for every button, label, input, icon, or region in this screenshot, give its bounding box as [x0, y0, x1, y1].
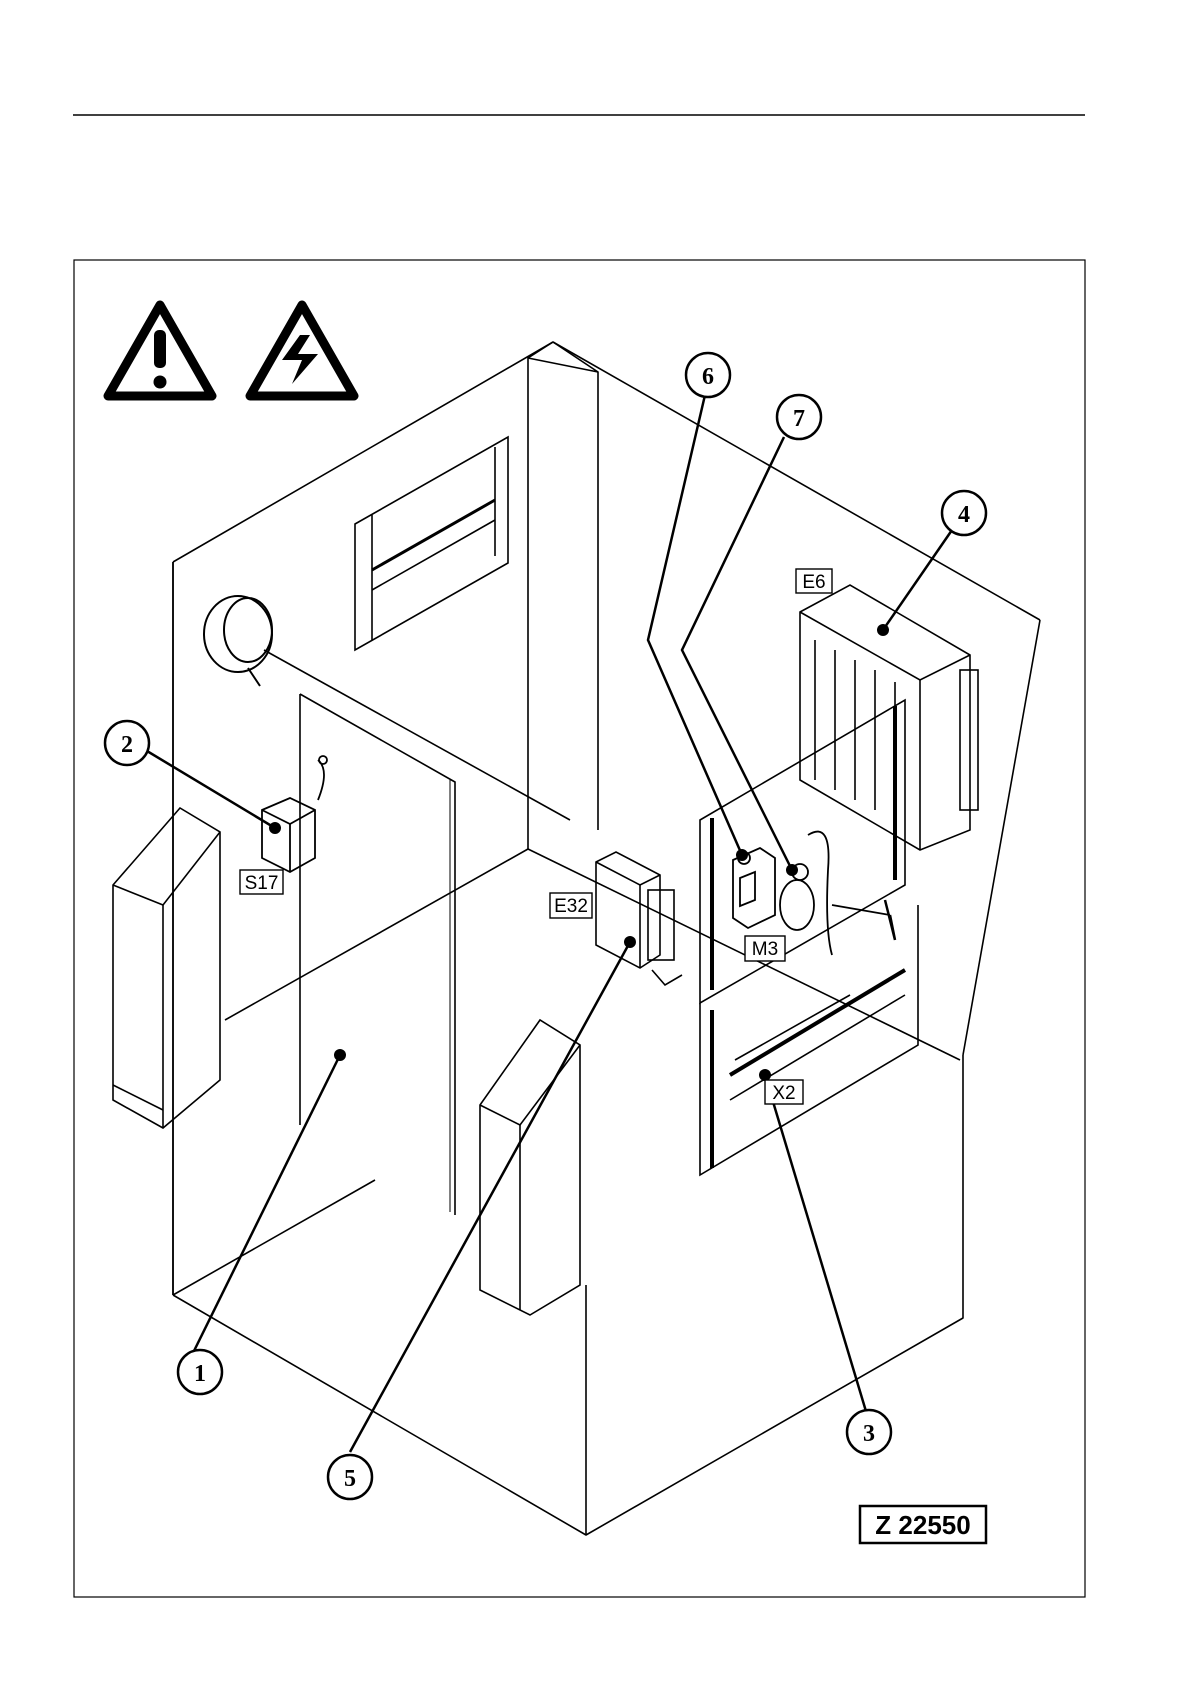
drawing-id-box: Z 22550: [860, 1506, 986, 1543]
leader-2: [142, 748, 275, 828]
callout-3-label: 3: [863, 1421, 875, 1447]
electrical-hazard-icon: [250, 305, 354, 396]
callout-1-label: 1: [194, 1361, 206, 1387]
switch-s17-part: [262, 756, 327, 872]
cabinet-e6-part: [800, 585, 978, 850]
callout-4-label: 4: [958, 502, 970, 528]
tag-m3: M3: [745, 936, 785, 961]
callout-2-label: 2: [121, 732, 133, 758]
left-side-panel: [113, 808, 220, 1128]
callout-1: 1: [178, 1350, 222, 1394]
front-right-cabinet: [480, 1020, 580, 1315]
top-hatch: [355, 437, 508, 650]
callout-leaders: [142, 395, 952, 1452]
pressure-device: [780, 832, 895, 955]
callout-5: 5: [328, 1455, 372, 1499]
callout-7: 7: [777, 395, 821, 439]
callout-6-label: 6: [702, 364, 714, 390]
tag-e6: E6: [796, 569, 832, 593]
leader-3: [765, 1075, 868, 1418]
warning-exclamation-icon: [108, 305, 212, 396]
callout-4: 4: [942, 491, 986, 535]
leader-5: [350, 942, 630, 1452]
callout-5-label: 5: [344, 1466, 356, 1492]
leader-1: [192, 1055, 340, 1355]
figure-frame: [74, 260, 1085, 1597]
leader-4: [883, 530, 952, 630]
leader-7: [682, 437, 792, 870]
tag-x2: X2: [765, 1080, 803, 1104]
tag-x2-label: X2: [772, 1083, 795, 1104]
drawing-id-label: Z 22550: [875, 1510, 970, 1540]
beacon-lamp: [204, 596, 272, 686]
control-panel: [700, 700, 918, 1175]
tag-e32-label: E32: [554, 896, 588, 917]
callout-dots: [269, 624, 889, 1081]
callout-7-label: 7: [793, 406, 805, 432]
callout-3: 3: [847, 1410, 891, 1454]
tag-m3-label: M3: [752, 939, 778, 960]
tag-e32: E32: [550, 893, 592, 918]
callout-6: 6: [686, 353, 730, 397]
tag-s17: S17: [240, 870, 283, 894]
tag-e6-label: E6: [802, 572, 825, 593]
terminal-x2-part: [735, 995, 850, 1060]
callout-2: 2: [105, 721, 149, 765]
machine-housing: [173, 342, 1040, 1535]
tag-s17-label: S17: [245, 873, 279, 894]
